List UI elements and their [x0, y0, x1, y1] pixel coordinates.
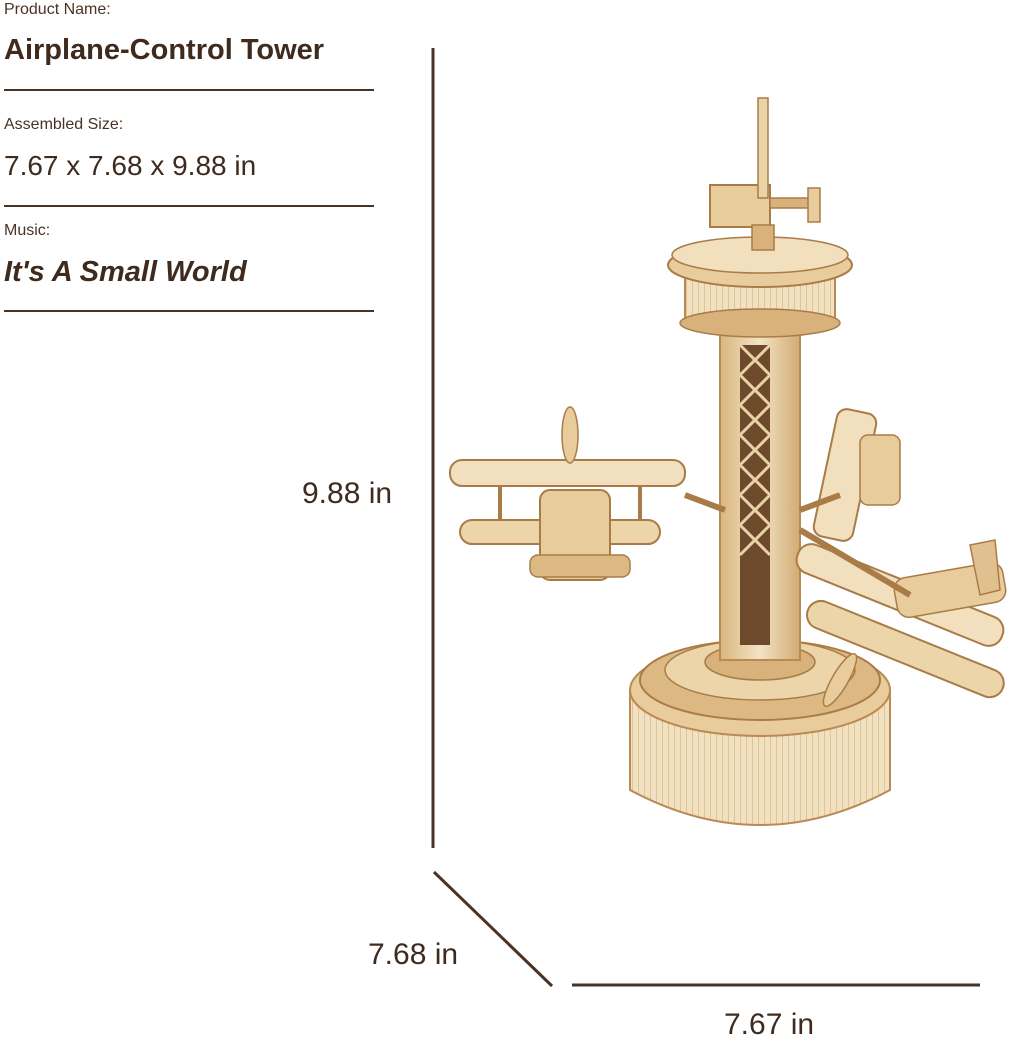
music-label: Music: — [4, 222, 51, 239]
assembled-size-label: Assembled Size: — [4, 116, 124, 133]
depth-dimension-label: 7.68 in — [368, 938, 459, 971]
product-image — [449, 97, 1007, 826]
control-tower — [667, 97, 853, 661]
product-name-value: Airplane-Control Tower — [4, 34, 325, 66]
biplane-right-front — [795, 527, 1007, 708]
divider — [4, 89, 374, 91]
assembled-size-value: 7.67 x 7.68 x 9.88 in — [4, 150, 257, 181]
biplane-left — [449, 406, 727, 581]
product-name-label: Product Name: — [4, 1, 111, 18]
depth-line — [432, 870, 554, 988]
divider — [4, 310, 374, 312]
width-dimension-label: 7.67 in — [724, 1008, 815, 1041]
divider — [4, 205, 374, 207]
height-dimension-label: 9.88 in — [302, 477, 393, 510]
music-value: It's A Small World — [4, 256, 247, 288]
biplane-right-rear — [798, 408, 901, 542]
